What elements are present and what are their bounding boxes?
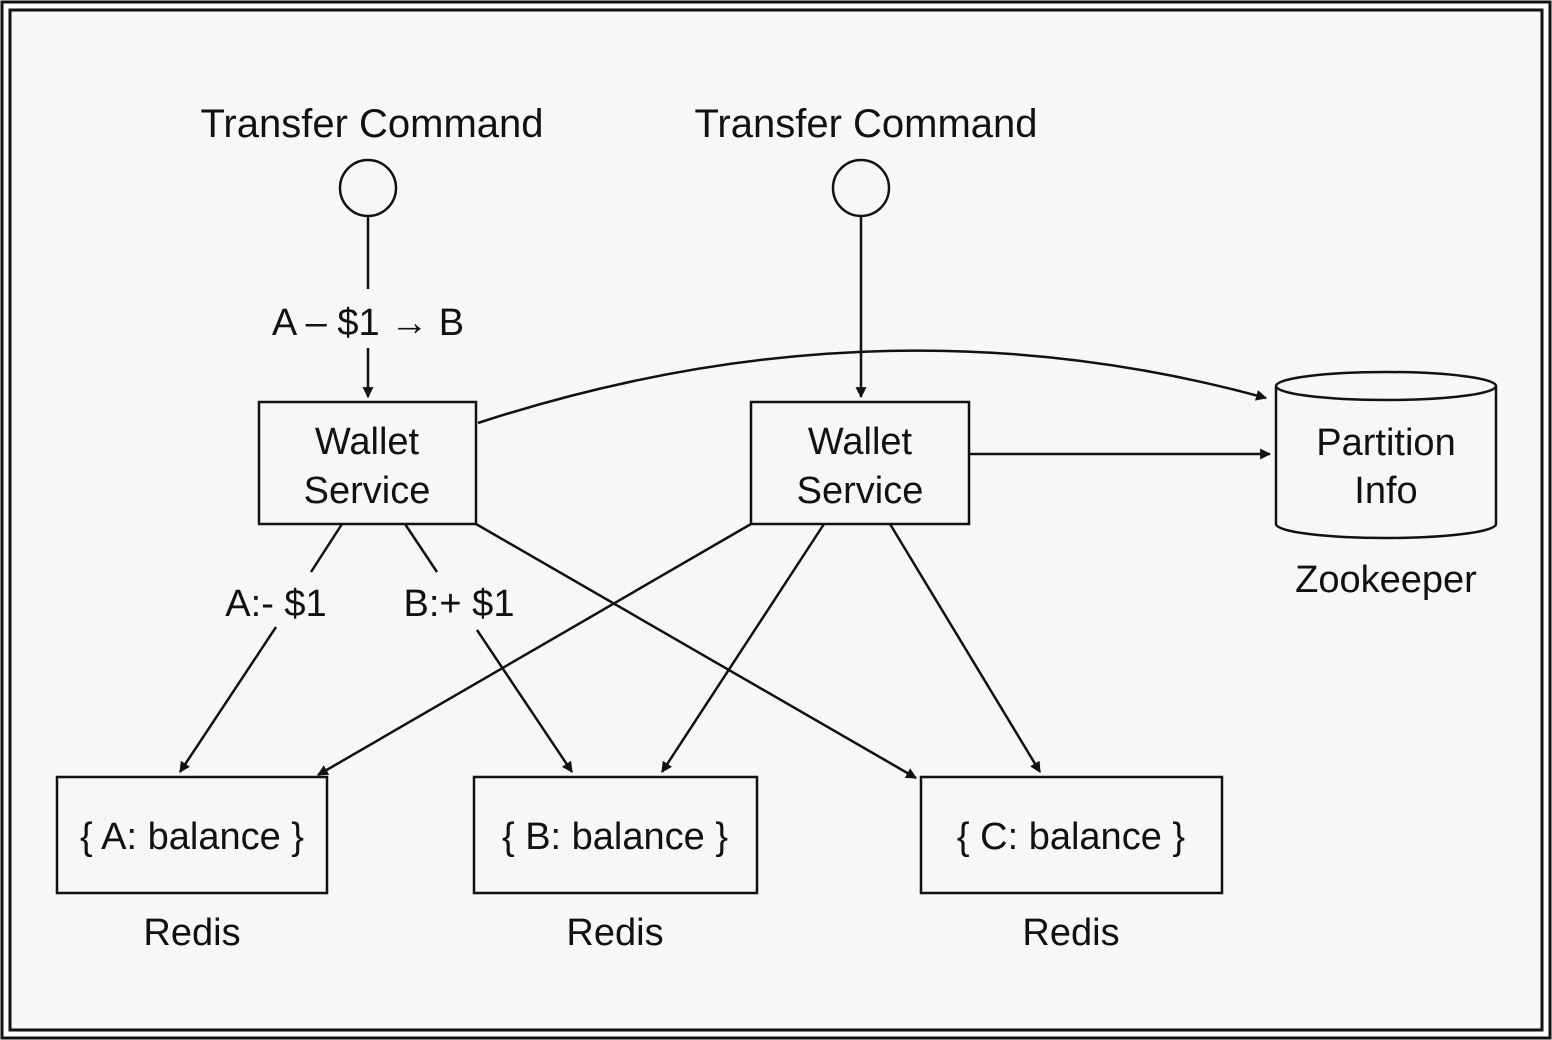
- wallet-service-2: Wallet Service: [749, 400, 971, 526]
- service-1-to-shard-c-arrow: [475, 522, 917, 780]
- shard-c-content: { C: balance }: [957, 816, 1185, 858]
- wallet-service-1-line2: Service: [304, 470, 431, 512]
- wallet-service-1-line1: Wallet: [315, 421, 420, 463]
- debit-connector-top: [309, 523, 344, 573]
- transfer-command-1-label: Transfer Command: [200, 102, 543, 146]
- shard-a-box: [55, 775, 329, 895]
- service-2-to-shard-c-arrow: [888, 523, 1042, 773]
- transfer-command-2: Transfer Command: [694, 102, 1038, 218]
- inner-frame: [8, 8, 1544, 1032]
- shard-b-caption: Redis: [566, 912, 663, 954]
- redis-shard-c: { C: balance } Redis: [919, 775, 1224, 954]
- credit-operation-label: B:+ $1: [404, 583, 515, 625]
- redis-shard-a: { A: balance } Redis: [55, 775, 329, 954]
- wallet-service-2-box: [749, 400, 971, 526]
- service-1-to-shard-a-arrow: [178, 626, 278, 773]
- transfer-command-1: Transfer Command: [200, 102, 544, 218]
- wallet-service-1: Wallet Service: [257, 400, 478, 526]
- service-2-to-shard-b-arrow: [660, 523, 826, 773]
- service-2-to-shard-a-arrow: [317, 522, 752, 777]
- shard-c-box: [919, 775, 1224, 895]
- zookeeper-caption: Zookeeper: [1295, 559, 1477, 601]
- partition-info-cylinder-body: [1274, 386, 1498, 540]
- redis-shard-b: { B: balance } Redis: [472, 775, 759, 954]
- partition-info-cylinder-top: [1274, 370, 1498, 402]
- service-1-to-shard-b-arrow: [475, 629, 574, 773]
- debit-operation-label: A:- $1: [225, 583, 326, 625]
- partition-info-line2: Info: [1354, 470, 1417, 512]
- shard-b-content: { B: balance }: [502, 816, 728, 858]
- wallet-service-2-line1: Wallet: [808, 421, 913, 463]
- shard-a-caption: Redis: [143, 912, 240, 954]
- transfer-payload-label: A – $1 → B: [272, 302, 464, 344]
- wallet-service-2-line2: Service: [797, 470, 924, 512]
- partition-info-line1: Partition: [1316, 422, 1455, 464]
- partition-info-store: Partition Info Zookeeper: [1274, 370, 1498, 601]
- shard-b-box: [472, 775, 759, 895]
- credit-connector-top: [403, 523, 439, 573]
- service-1-to-partition-info-arrow: [477, 349, 1268, 425]
- transfer-command-2-label: Transfer Command: [694, 102, 1037, 146]
- shard-c-caption: Redis: [1022, 912, 1119, 954]
- wallet-service-1-box: [257, 400, 478, 526]
- shard-a-content: { A: balance }: [80, 816, 304, 858]
